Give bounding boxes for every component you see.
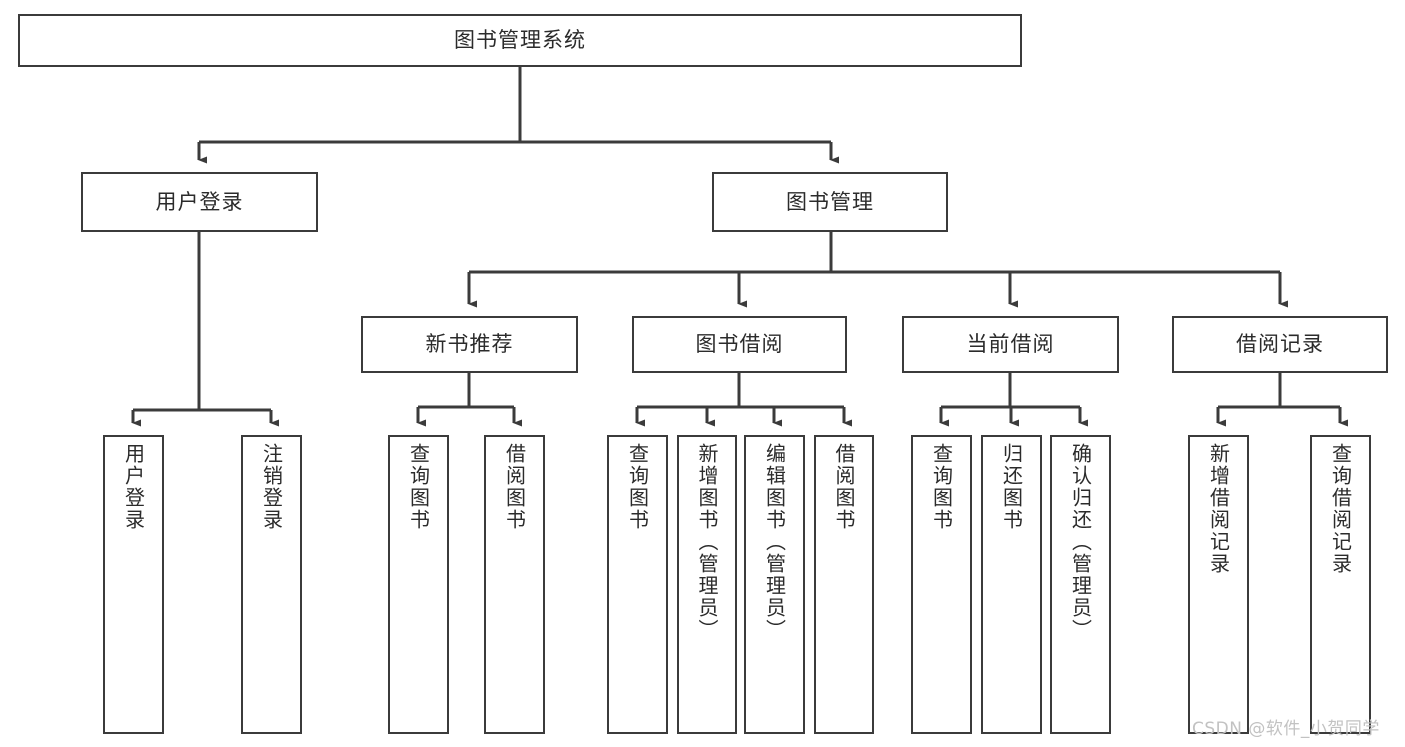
csdn-watermark: CSDN @软件_小贺同学 bbox=[1192, 719, 1380, 739]
node-new-book-recommend[interactable]: 新书推荐 bbox=[361, 316, 578, 373]
node-leaf-borrow-book-2[interactable]: 借阅图书 bbox=[814, 435, 874, 734]
node-root-label: 图书管理系统 bbox=[454, 28, 586, 53]
node-user-login-label: 用户登录 bbox=[155, 189, 244, 214]
node-leaf-query-record[interactable]: 查询借阅记录 bbox=[1310, 435, 1371, 734]
node-leaf-query-book-1-label: 查询图书 bbox=[406, 443, 431, 531]
node-current-borrow[interactable]: 当前借阅 bbox=[902, 316, 1119, 373]
node-leaf-user-logout[interactable]: 注销登录 bbox=[241, 435, 302, 734]
node-leaf-query-book-3-label: 查询图书 bbox=[929, 443, 954, 531]
node-leaf-return-book[interactable]: 归还图书 bbox=[981, 435, 1042, 734]
node-book-borrow[interactable]: 图书借阅 bbox=[632, 316, 847, 373]
node-leaf-add-book[interactable]: 新增图书（管理员） bbox=[677, 435, 737, 734]
node-leaf-borrow-book-1[interactable]: 借阅图书 bbox=[484, 435, 545, 734]
node-leaf-query-book-1[interactable]: 查询图书 bbox=[388, 435, 449, 734]
node-book-manage[interactable]: 图书管理 bbox=[712, 172, 948, 232]
node-leaf-borrow-book-2-label: 借阅图书 bbox=[832, 443, 856, 531]
node-book-manage-label: 图书管理 bbox=[786, 189, 874, 214]
node-leaf-edit-book-label: 编辑图书（管理员） bbox=[762, 443, 787, 641]
node-root[interactable]: 图书管理系统 bbox=[18, 14, 1022, 67]
node-leaf-add-record-label: 新增借阅记录 bbox=[1206, 443, 1231, 575]
node-leaf-add-book-label: 新增图书（管理员） bbox=[695, 443, 719, 641]
node-leaf-user-logout-label: 注销登录 bbox=[259, 443, 284, 531]
node-leaf-query-book-2[interactable]: 查询图书 bbox=[607, 435, 668, 734]
node-book-borrow-label: 图书借阅 bbox=[695, 332, 784, 357]
node-borrow-record[interactable]: 借阅记录 bbox=[1172, 316, 1388, 373]
node-new-book-recommend-label: 新书推荐 bbox=[425, 332, 514, 357]
node-leaf-user-login-label: 用户登录 bbox=[121, 443, 146, 531]
node-leaf-confirm-return-label: 确认归还（管理员） bbox=[1068, 443, 1093, 641]
node-leaf-query-book-3[interactable]: 查询图书 bbox=[911, 435, 972, 734]
node-leaf-add-record[interactable]: 新增借阅记录 bbox=[1188, 435, 1249, 734]
node-leaf-confirm-return[interactable]: 确认归还（管理员） bbox=[1050, 435, 1111, 734]
node-user-login[interactable]: 用户登录 bbox=[81, 172, 318, 232]
node-borrow-record-label: 借阅记录 bbox=[1236, 332, 1324, 357]
node-leaf-query-book-2-label: 查询图书 bbox=[625, 443, 650, 531]
node-leaf-user-login[interactable]: 用户登录 bbox=[103, 435, 164, 734]
node-leaf-borrow-book-1-label: 借阅图书 bbox=[502, 443, 527, 531]
node-leaf-query-record-label: 查询借阅记录 bbox=[1328, 443, 1353, 575]
node-leaf-edit-book[interactable]: 编辑图书（管理员） bbox=[744, 435, 805, 734]
node-leaf-return-book-label: 归还图书 bbox=[999, 443, 1024, 531]
node-current-borrow-label: 当前借阅 bbox=[966, 332, 1055, 357]
